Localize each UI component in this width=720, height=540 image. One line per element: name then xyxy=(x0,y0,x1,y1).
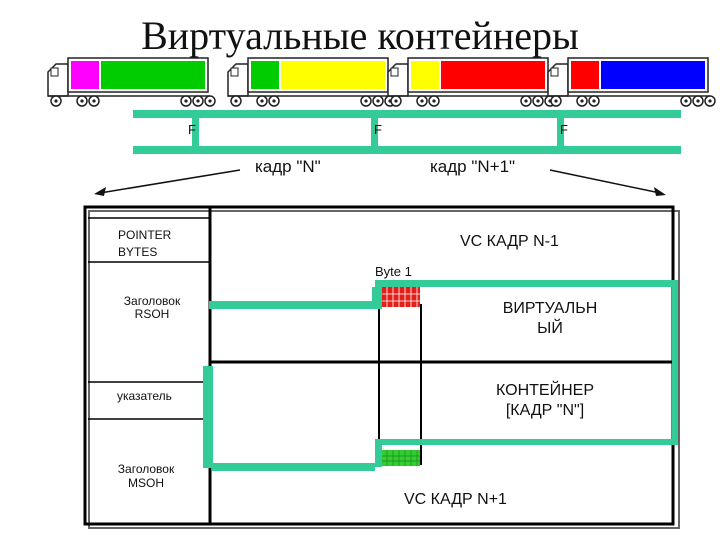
vc-previous-frame-label: VC КАДР N-1 xyxy=(460,233,559,251)
virtual-label-line1: ВИРТУАЛЬН xyxy=(460,300,640,318)
byte-1-label: Byte 1 xyxy=(375,264,412,279)
rsoh-line2: RSOH xyxy=(100,305,204,323)
byte-1-cell xyxy=(382,287,420,307)
vc-next-frame-label: VC КАДР N+1 xyxy=(404,491,507,509)
container-label-line2: [КАДР "N"] xyxy=(455,402,635,420)
container-label-line1: КОНТЕЙНЕР xyxy=(455,382,635,400)
msoh-line2: MSOH xyxy=(94,474,198,492)
pointer-bytes-line1: POINTER xyxy=(118,226,171,244)
pointer-bytes-line2: BYTES xyxy=(118,243,157,261)
last-byte-cell xyxy=(382,450,420,466)
pointer-label-ru: указатель xyxy=(117,387,172,405)
virtual-label-line2: ЫЙ xyxy=(460,320,640,338)
